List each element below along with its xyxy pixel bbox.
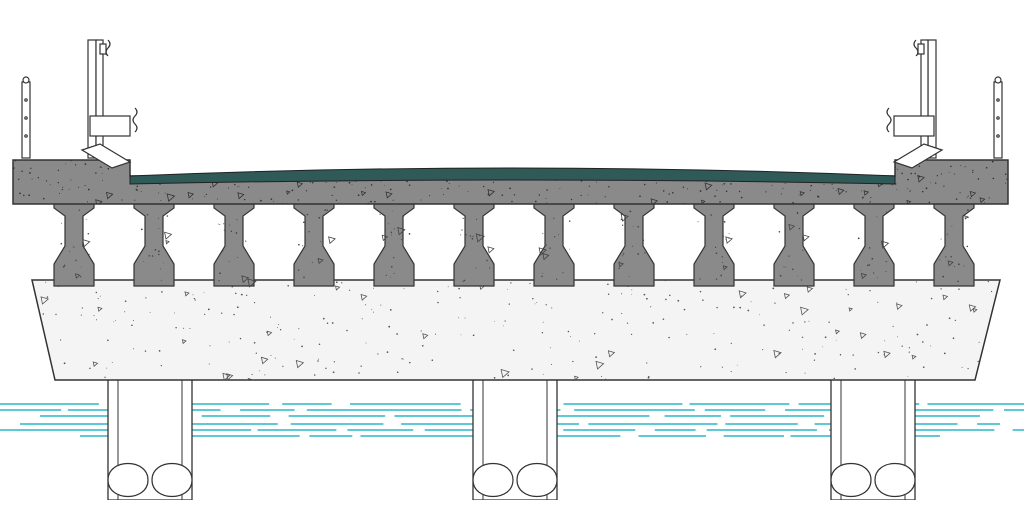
girder [933, 201, 975, 287]
girder [693, 201, 735, 287]
right-barrier [886, 39, 944, 169]
girder [53, 201, 95, 287]
pile [472, 377, 558, 512]
pile [830, 377, 916, 512]
girder [133, 201, 175, 287]
girder [773, 201, 815, 287]
girder [853, 201, 895, 287]
girder-group [53, 201, 975, 288]
girder [213, 201, 257, 288]
left-barrier [80, 39, 138, 169]
girder [533, 201, 575, 287]
pile [107, 377, 193, 512]
girder [373, 201, 415, 287]
girder [613, 201, 655, 287]
girder [453, 201, 495, 287]
pier-cap [31, 279, 1001, 381]
left-railing-post [21, 76, 31, 159]
right-railing-post [993, 76, 1003, 159]
wearing-surface [129, 167, 896, 185]
pile-group [107, 377, 916, 512]
girder [293, 201, 336, 287]
